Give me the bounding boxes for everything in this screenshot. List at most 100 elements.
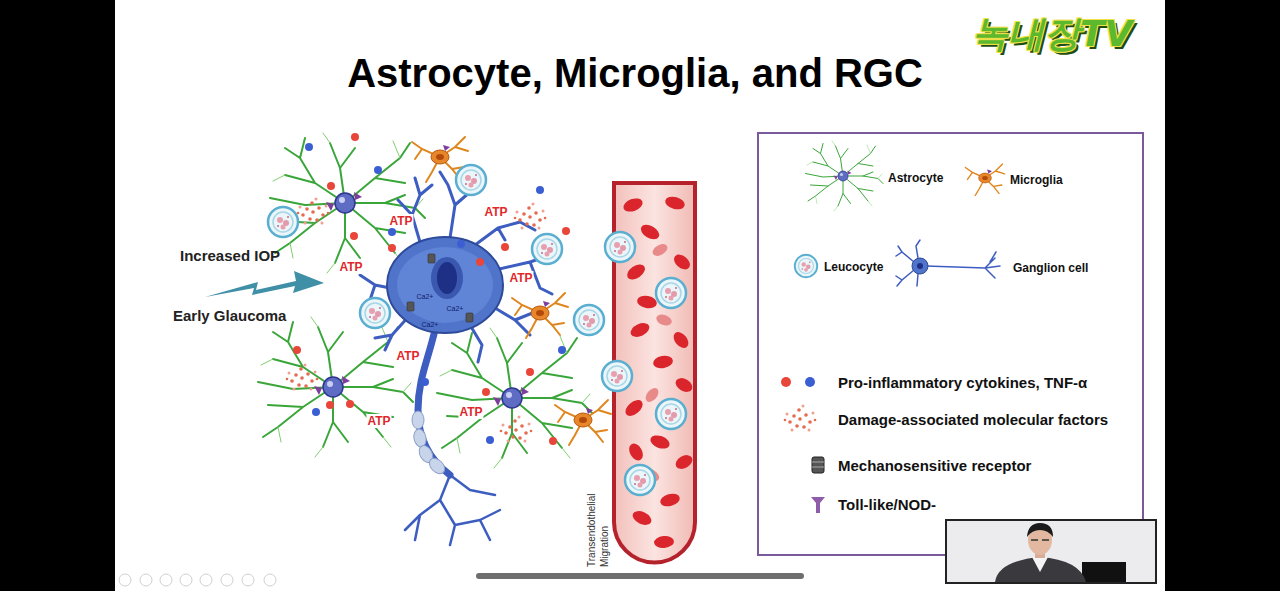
migration-label-holder: Transendothelial Migration bbox=[585, 472, 611, 567]
legend-sample bbox=[965, 164, 1004, 196]
legend-text: Mechanosensitive receptor bbox=[838, 457, 1031, 474]
legend-sample bbox=[811, 497, 825, 513]
red-blood-cell bbox=[630, 508, 653, 527]
ganglion-cell bbox=[431, 257, 463, 299]
red-blood-cell bbox=[638, 222, 661, 242]
atp-label-holder: ATP bbox=[508, 268, 533, 286]
legend-sample bbox=[917, 263, 923, 269]
ganglion-cell bbox=[360, 172, 552, 362]
faded-red-blood-cell bbox=[655, 313, 673, 328]
legend-sample bbox=[896, 240, 1000, 286]
legend-text-holder: Pro-inflammatory cytokines, TNF-α bbox=[838, 374, 1087, 392]
microglia bbox=[412, 137, 611, 445]
legend-sample bbox=[784, 405, 817, 432]
channel-watermark-holder: 녹내장TV bbox=[972, 10, 1132, 59]
legend-sample bbox=[912, 258, 928, 274]
cytokine-dot bbox=[558, 346, 566, 354]
myelin-sheath bbox=[412, 411, 448, 477]
faint-toolbar bbox=[119, 574, 131, 586]
red-blood-cell bbox=[673, 375, 695, 394]
atp-label: ATP bbox=[458, 405, 483, 419]
faint-toolbar bbox=[119, 574, 276, 586]
cytokine-dot bbox=[486, 436, 494, 444]
cytokine-dot bbox=[351, 133, 359, 141]
cytokine-dot bbox=[482, 388, 490, 396]
leucocyte bbox=[268, 207, 298, 237]
ganglion-cell bbox=[405, 475, 500, 545]
legend-text: Pro-inflammatory cytokines, TNF-α bbox=[838, 374, 1087, 391]
cytokine-dot bbox=[293, 133, 570, 445]
legend-sample bbox=[781, 377, 791, 387]
red-blood-cell bbox=[671, 329, 692, 351]
red-blood-cell bbox=[636, 294, 658, 309]
ion-label: Ca2+ bbox=[447, 305, 464, 312]
stimulus-label-holder: Early Glaucoma bbox=[173, 307, 286, 325]
leucocyte bbox=[625, 465, 655, 495]
legend-sample bbox=[812, 462, 824, 467]
mechanosensitive-receptor bbox=[428, 254, 435, 263]
ion-label-holder: Ca2+ bbox=[422, 313, 439, 331]
red-blood-cell bbox=[654, 535, 675, 549]
legend-sample bbox=[806, 141, 884, 211]
red-blood-cell bbox=[628, 320, 651, 339]
cytokine-dot bbox=[536, 186, 544, 194]
stimulus-label: Increased IOP bbox=[180, 247, 280, 264]
red-blood-cell bbox=[671, 252, 693, 273]
legend-frame bbox=[758, 133, 1143, 555]
red-blood-cell bbox=[626, 441, 645, 463]
migration-label: Transendothelial Migration bbox=[585, 472, 611, 567]
atp-label-holder: ATP bbox=[395, 346, 420, 364]
red-blood-cell bbox=[622, 196, 645, 214]
faint-toolbar bbox=[242, 574, 254, 586]
damage-molecules bbox=[286, 364, 319, 391]
cytokine-dot bbox=[326, 401, 334, 409]
cytokine-dot bbox=[421, 378, 429, 386]
ion-label-holder: Ca2+ bbox=[417, 285, 434, 303]
atp-label: ATP bbox=[338, 260, 363, 274]
legend-text-holder: Leucocyte bbox=[824, 257, 883, 275]
leucocyte bbox=[605, 232, 635, 262]
damage-molecules bbox=[297, 198, 330, 225]
faint-toolbar bbox=[140, 574, 152, 586]
atp-label-holder: ATP bbox=[483, 202, 508, 220]
leucocyte bbox=[602, 361, 632, 391]
leucocyte bbox=[532, 234, 562, 264]
leucocyte bbox=[574, 305, 604, 335]
legend-text-holder: Damage-associated molecular factors bbox=[838, 411, 1108, 429]
slide-title-holder: Astrocyte, Microglia, and RGC bbox=[115, 51, 1155, 96]
stimulus-label: Early Glaucoma bbox=[173, 307, 286, 324]
cytokine-dot bbox=[388, 244, 396, 252]
stimulus-label-holder: Increased IOP bbox=[180, 247, 280, 265]
legend-sample bbox=[896, 240, 1000, 286]
faded-red-blood-cell bbox=[651, 242, 670, 259]
cytokine-dot bbox=[327, 182, 335, 190]
channel-watermark: 녹내장TV bbox=[972, 13, 1132, 54]
legend-sample bbox=[812, 457, 824, 473]
ganglion-cell bbox=[397, 247, 493, 323]
damage-molecules bbox=[514, 203, 547, 230]
legend-text-holder: Mechanosensitive receptor bbox=[838, 457, 1031, 475]
legend-frame bbox=[758, 133, 1143, 555]
cytokine-dot bbox=[501, 243, 509, 251]
presenter-webcam bbox=[1082, 562, 1126, 582]
presenter-webcam bbox=[1031, 539, 1049, 541]
atp-label-holder: ATP bbox=[458, 402, 483, 420]
ion-label-holder: Ca2+ bbox=[447, 297, 464, 315]
cytokine-dot bbox=[457, 240, 465, 248]
astrocyte bbox=[258, 133, 592, 468]
cytokine-dot bbox=[346, 400, 354, 408]
astrocyte bbox=[437, 328, 592, 468]
cytokine-dot bbox=[374, 166, 382, 174]
mechanosensitive-receptor bbox=[407, 254, 473, 322]
ganglion-cell bbox=[360, 172, 552, 545]
ganglion-cell bbox=[437, 262, 457, 294]
legend-sample bbox=[812, 457, 824, 473]
legend-text: Ganglion cell bbox=[1013, 261, 1088, 275]
cytokine-dot bbox=[350, 232, 358, 240]
legend-text-holder: Ganglion cell bbox=[1013, 258, 1088, 276]
cytokine-dot bbox=[305, 143, 313, 151]
presenter-webcam bbox=[1032, 557, 1048, 572]
mechanosensitive-receptor bbox=[466, 313, 473, 322]
cytokine-dot bbox=[293, 133, 570, 445]
